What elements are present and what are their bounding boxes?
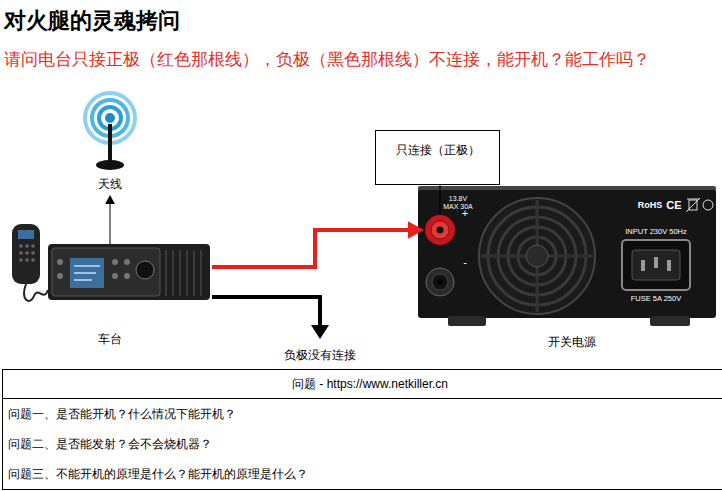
connector <box>440 185 441 214</box>
panel-text: FUSE 5A 250V <box>631 294 681 303</box>
subtitle-question: 请问电台只接正极（红色那根线），负极（黑色那根线）不连接，能开机？能工作吗？ <box>4 50 650 70</box>
question-table: 问题 - https://www.netkiller.cn问题一、是否能开机？什… <box>2 369 722 490</box>
table-row: 问题三、不能开机的原理是什么？能开机的原理是什么？ <box>3 459 722 489</box>
table-row: 问题一、是否能开机？什么情况下能开机？ <box>3 399 722 429</box>
node-label: 开关电源 <box>548 335 596 349</box>
page-title: 对火腿的灵魂拷问 <box>4 6 180 36</box>
cert-mark: RoHS <box>638 200 663 211</box>
table-header: 问题 - https://www.netkiller.cn <box>3 370 722 399</box>
negative-wire <box>212 297 329 339</box>
rating-text: 13.8V <box>449 195 467 203</box>
node-label: 天线 <box>98 177 122 191</box>
node-label: 车台 <box>98 332 122 346</box>
wire-note: 负极没有连接 <box>284 348 356 362</box>
connector-line <box>212 230 413 267</box>
node-label: 只连接（正极） <box>396 143 480 157</box>
callout-box: 只连接（正极） <box>375 130 500 185</box>
antenna-icon <box>85 93 135 170</box>
power-supply-illustration <box>418 186 716 326</box>
cert-mark: CE <box>666 199 681 212</box>
table-row: 问题二、是否能发射？会不会烧机器？ <box>3 429 722 459</box>
arrow-head <box>408 221 424 239</box>
panel-text: INPUT 230V 50Hz <box>625 227 687 236</box>
arrow-head <box>105 195 115 204</box>
radio-node: 车台 <box>8 218 212 350</box>
connector-line <box>440 185 441 214</box>
connector <box>105 195 115 218</box>
antenna-node: 天线 <box>70 88 150 195</box>
connector <box>212 221 424 267</box>
terminal-sign: - <box>463 256 467 269</box>
radio-illustration <box>12 218 210 301</box>
rating-text: MAX 30A <box>443 203 473 211</box>
